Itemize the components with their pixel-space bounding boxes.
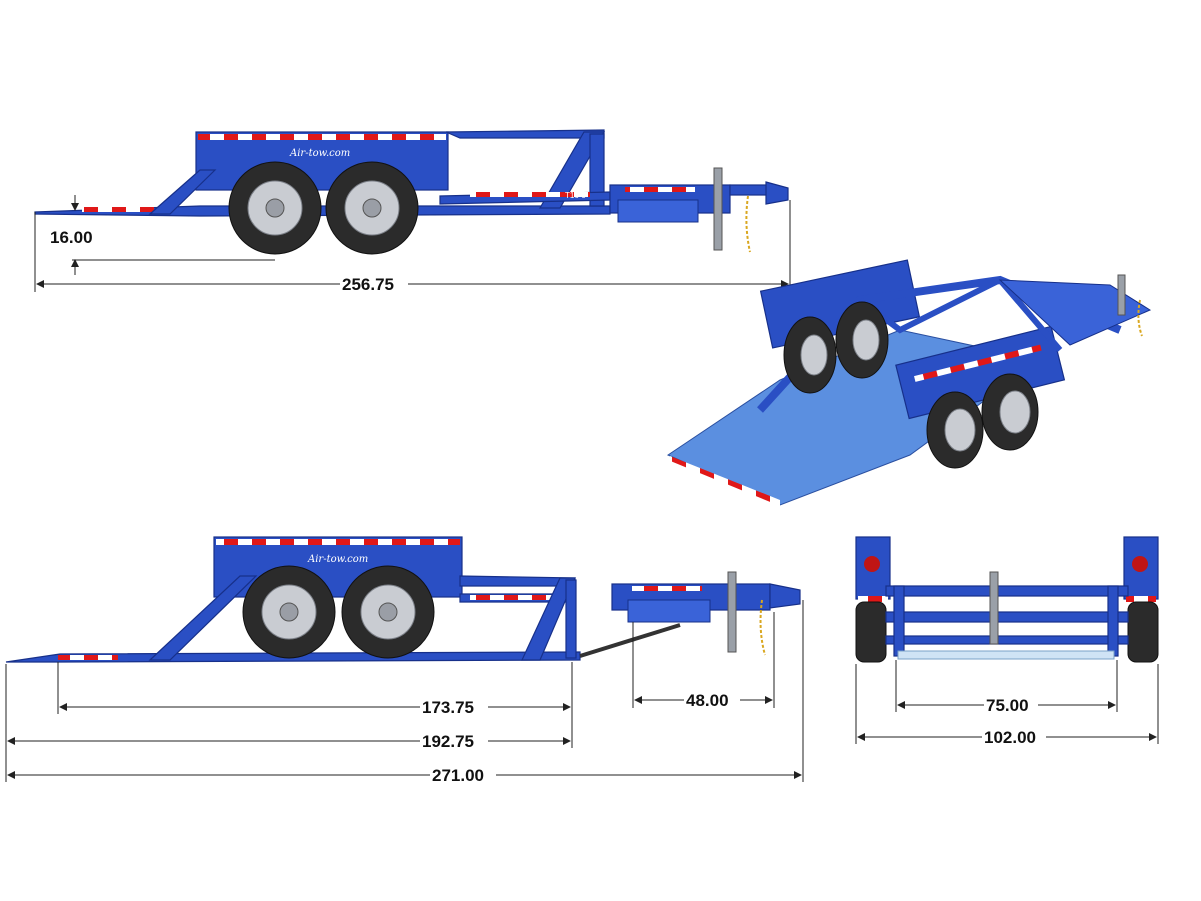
tongue-length-dimension: 48.00 (686, 691, 729, 710)
reflector-strip (470, 192, 590, 197)
wheel (981, 373, 1039, 451)
safety-chain (745, 195, 751, 253)
truss-diagonal (521, 577, 576, 661)
reflector-strip (470, 595, 565, 600)
cross-member (885, 635, 1129, 645)
reflector-strip (82, 207, 154, 212)
frame-post (893, 585, 905, 657)
reflector-strip (198, 134, 446, 140)
wheel (783, 316, 837, 394)
tool-box (627, 599, 711, 623)
height-dimension: 16.00 (50, 228, 93, 247)
hydraulic-cylinder (579, 623, 681, 658)
reflector-strip (632, 586, 702, 591)
tool-box (617, 199, 699, 223)
brand-logo: Air-tow.com (289, 148, 350, 159)
front-brace (148, 169, 217, 215)
deck-length-dimension: 173.75 (422, 698, 474, 717)
bed-length-dimension: 192.75 (422, 732, 474, 751)
tail-light-left (864, 556, 880, 572)
overall-length-dimension: 271.00 (432, 766, 484, 785)
wheel-left (855, 601, 887, 663)
tail-light-right (1132, 556, 1148, 572)
fender-box (195, 131, 449, 191)
deck-edge (897, 650, 1115, 660)
overall-width-dimension: 102.00 (984, 728, 1036, 747)
reflector-strip (58, 655, 118, 660)
truss-diagonal (538, 131, 606, 209)
reflector-strip (914, 344, 1042, 382)
truss-post (565, 579, 577, 659)
coupler-beam (729, 184, 771, 196)
wheel (325, 161, 419, 255)
wheel (926, 391, 984, 469)
isometric-view (666, 259, 1152, 506)
model-label: T16-9 (565, 191, 586, 200)
brand-logo: Air-tow.com (307, 554, 368, 565)
reflector-strip (668, 456, 780, 506)
model-label: T16-9 (578, 594, 599, 603)
reflector-strip (1126, 596, 1156, 602)
wheel (341, 565, 435, 659)
cross-member (885, 611, 1129, 623)
side-view-bottom: T16-9 Air-tow.com 173.75 192.75 48.00 (5, 536, 804, 785)
front-brace (148, 575, 258, 661)
coupler (765, 181, 789, 205)
reflector-strip (858, 596, 888, 602)
jack-stand (713, 167, 723, 251)
overall-length-dimension: 256.75 (342, 275, 394, 294)
wheel (228, 161, 322, 255)
coupler (769, 583, 801, 609)
jack-stand (989, 571, 999, 645)
side-view-top: T16-9 Air-tow.com 16.00 256.75 (34, 129, 791, 294)
wheel (835, 301, 889, 379)
inner-width-dimension: 75.00 (986, 696, 1029, 715)
jack-stand (1117, 274, 1126, 316)
wheel-right (1127, 601, 1159, 663)
reflector-strip (625, 187, 695, 192)
top-rail (445, 129, 605, 139)
frame-post (1107, 585, 1119, 657)
tongue-plate (998, 279, 1152, 346)
cross-member (885, 585, 1129, 597)
wheel (242, 565, 336, 659)
front-view: 75.00 102.00 (855, 536, 1159, 747)
jack-stand (727, 571, 737, 653)
truss-post (589, 133, 605, 207)
safety-chain (759, 599, 766, 656)
reflector-strip (216, 539, 460, 545)
